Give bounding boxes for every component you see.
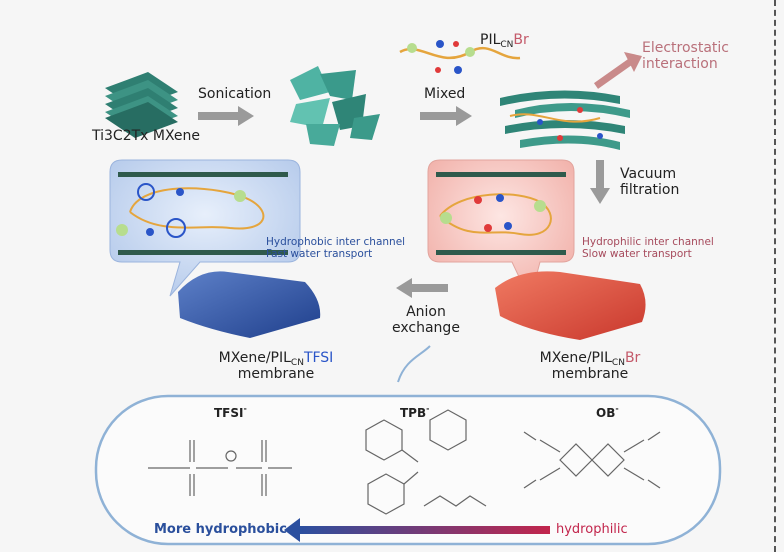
left-membrane-label: MXene/PILCNTFSI membrane: [218, 350, 334, 382]
tpb-label: TPB-: [400, 404, 430, 420]
hydrophilic-bubble: [427, 159, 575, 302]
anion-pill: [94, 345, 722, 546]
blue-membrane: [178, 271, 321, 338]
ob-structure: [523, 431, 661, 489]
pil-br-label: PILCNBr: [480, 32, 529, 50]
pil-chain: [399, 40, 521, 74]
mixed-arrow: [420, 106, 472, 126]
composite-sheets: [500, 90, 630, 150]
ob-label: OB-: [596, 404, 619, 420]
mixed-label: Mixed: [424, 86, 466, 102]
red-membrane: [495, 271, 646, 340]
hydrophilic-label: Hydrophilic inter channel Slow water tra…: [582, 236, 714, 260]
vacuum-arrow: [590, 160, 610, 204]
tfsi-label: TFSI-: [214, 404, 247, 420]
dashed-divider: [774, 0, 776, 552]
hydrophobic-label: Hydrophobic inter channel Fast water tra…: [266, 236, 406, 260]
electrostatic-arrow: [593, 52, 642, 89]
electrostatic-label: Electrostatic interaction: [642, 40, 729, 72]
mxene-stack: [105, 72, 178, 138]
more-hydrophobic-label: More hydrophobic: [154, 522, 287, 537]
right-membrane-label: MXene/PILCNBr membrane: [539, 350, 641, 382]
tfsi-structure: [148, 440, 292, 496]
tpb-structure: [365, 409, 487, 515]
anion-exchange-arrow: [396, 278, 448, 298]
vacuum-label: Vacuum filtration: [620, 166, 680, 198]
exfoliated-flakes: [290, 66, 380, 146]
top-strip: [0, 0, 784, 10]
hydrophobicity-arrow: [284, 518, 550, 542]
hydrophilic-end-label: hydrophilic: [556, 522, 628, 537]
hydrophobic-bubble: [109, 159, 301, 297]
anion-exchange-label: Anion exchange: [392, 304, 460, 336]
sonication-label: Sonication: [198, 86, 272, 102]
mxene-label: Ti3C2Tx MXene: [92, 128, 201, 144]
sonication-arrow: [198, 106, 254, 126]
